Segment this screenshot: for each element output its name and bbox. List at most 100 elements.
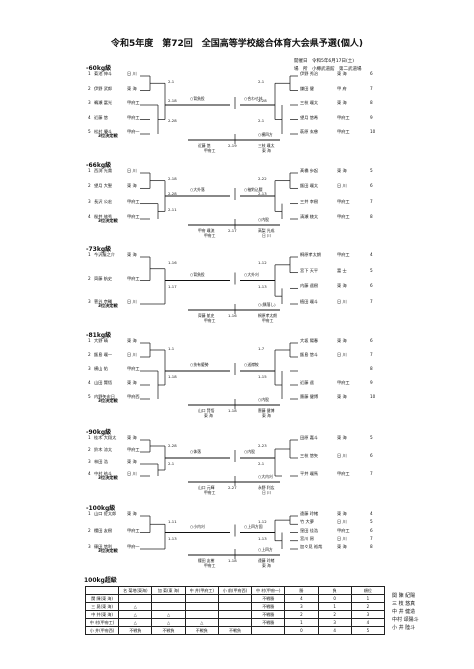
table-cell	[184, 602, 219, 611]
competitor-name: 齋藤 健博	[258, 408, 275, 413]
match-score: 2-28	[258, 98, 267, 104]
seed-number: 5	[88, 394, 91, 399]
competitor-name: 三枝 悠矢	[300, 453, 319, 458]
table-cell	[184, 610, 219, 619]
competitor-name: 西渕 光貴	[94, 168, 113, 173]
school-name: 東 海	[337, 338, 347, 343]
school-name: 日 川	[127, 471, 137, 476]
seed-number: 3	[88, 100, 91, 105]
competitor-name: 三枝 颯太	[258, 143, 275, 148]
competitor-name: 伊野 武郎	[94, 85, 113, 91]
competitor-name: 長沢 公宏	[94, 198, 113, 204]
match-score: 1-17	[168, 283, 177, 289]
school-name: 日 川	[337, 535, 347, 541]
school-name: 甲府工	[337, 252, 350, 257]
round-robin-table: 名 菊地(東海)加 菊(東 海)中 井(甲府工)小 前(甲府西)中 村(甲府一)…	[84, 586, 386, 635]
heavy-class-label: 100kg超級	[84, 577, 117, 584]
competitor-name: 菊池 伸斗	[94, 71, 113, 76]
match-score: 1-13	[258, 535, 267, 541]
seed-number: 10	[370, 394, 376, 399]
school-name: 甲府工	[337, 114, 350, 120]
competitor-name: 大坂 陽春	[300, 338, 319, 343]
winning-technique: ○上四方固	[244, 523, 263, 529]
table-cell: 1	[317, 602, 352, 611]
school-name: 東 海	[337, 100, 347, 105]
table-cell: 2	[317, 610, 352, 619]
school-name: 日 川	[127, 71, 137, 76]
competitor-name: 清瀬 稜太	[300, 214, 319, 219]
seed-number: 6	[370, 71, 373, 76]
table-header-row: 名 菊地(東海)加 菊(東 海)中 井(甲府工)小 前(甲府西)中 村(甲府一)…	[84, 586, 386, 595]
school-name: 甲府工	[204, 233, 216, 238]
seed-number: 7	[370, 299, 373, 304]
match-score: 2-17	[228, 228, 237, 233]
table-cell: 2	[284, 610, 319, 619]
competitor-name: 飯島 悠斗	[300, 352, 319, 357]
winning-technique: ○体落	[190, 449, 201, 454]
table-cell	[151, 594, 186, 603]
school-name: 東 海	[127, 252, 137, 257]
third-place-label: 3位決定戦	[98, 218, 118, 223]
third-place-label: 3位決定戦	[98, 133, 118, 138]
school-name: 東 海	[337, 394, 347, 399]
school-name: 日 川	[262, 490, 271, 495]
table-cell: 不戦勝	[251, 618, 286, 627]
competitor-name: 伊野 秀治	[300, 71, 319, 76]
weight-class-label: -90kg級	[86, 429, 112, 436]
page-title: 令和5年度 第72回 全国高等学校総合体育大会県予選(個人)	[110, 39, 363, 49]
match-score: 2-11	[168, 206, 177, 212]
seed-number: 1	[88, 511, 91, 516]
weight-class-label: -66kg級	[86, 162, 112, 169]
seed-number: 4	[88, 380, 91, 385]
seed-number: 7	[370, 85, 373, 91]
table-cell: △	[151, 618, 186, 627]
school-name: 甲府工	[127, 275, 140, 281]
seed-number: 8	[370, 100, 373, 105]
match-score: 1-12	[258, 260, 267, 265]
competitor-name: 横山 佑	[94, 366, 108, 371]
header-cell: 加 菊(東 海)	[151, 586, 186, 595]
school-name: 東 海	[127, 435, 137, 440]
school-name: 東 海	[127, 511, 137, 516]
table-cell	[251, 626, 286, 635]
winning-technique: ○背負投	[190, 271, 205, 277]
winning-technique: ○内股	[244, 449, 255, 454]
table-cell: 5	[350, 626, 386, 635]
table-cell	[217, 618, 253, 627]
ranking-name: 小 井 陸斗	[392, 625, 416, 631]
school-name: 甲府工	[204, 318, 216, 323]
school-name: 甲 府	[337, 85, 347, 91]
competitor-name: 大野 晴	[94, 338, 108, 343]
table-cell	[217, 610, 253, 619]
competitor-name: 桜井 修秀	[94, 214, 113, 219]
seed-number: 5	[370, 435, 373, 440]
school-name: 甲府工	[127, 100, 140, 105]
match-score: 2-19	[228, 143, 237, 148]
competitor-name: 望月 悠希	[300, 114, 319, 120]
seed-number: 2	[88, 352, 91, 357]
seed-number: 7	[370, 198, 373, 204]
seed-number: 4	[88, 114, 91, 120]
competitor-name: 近藤 悠	[198, 143, 211, 148]
school-name: 東 海	[262, 563, 271, 568]
school-name: 甲府工	[127, 447, 140, 452]
competitor-name: 篠田 悠利	[94, 544, 113, 549]
seed-number: 3	[88, 459, 91, 464]
competitor-name: 高梨 光成	[258, 228, 275, 233]
seed-number: 4	[370, 511, 373, 516]
match-score: 1-12	[258, 519, 267, 524]
table-cell: 3	[317, 618, 352, 627]
ranking-name: 中村 頌陽斗	[392, 617, 419, 623]
school-name: 日 川	[337, 299, 347, 304]
seed-number: 7	[370, 535, 373, 541]
school-name: 甲府工	[337, 471, 350, 476]
table-cell	[217, 602, 253, 611]
winning-technique: ○内股	[258, 397, 269, 402]
ranking-name: 関 陳 紀陽	[392, 593, 416, 599]
weight-class-label: -81kg級	[86, 332, 112, 339]
table-cell: 不戦負	[118, 626, 153, 635]
match-score: 1-13	[168, 535, 177, 541]
table-cell: 関 陳(東 海)	[84, 594, 120, 603]
seed-number: 6	[370, 183, 373, 189]
competitor-name: 遠藤 玲緒	[258, 558, 275, 563]
